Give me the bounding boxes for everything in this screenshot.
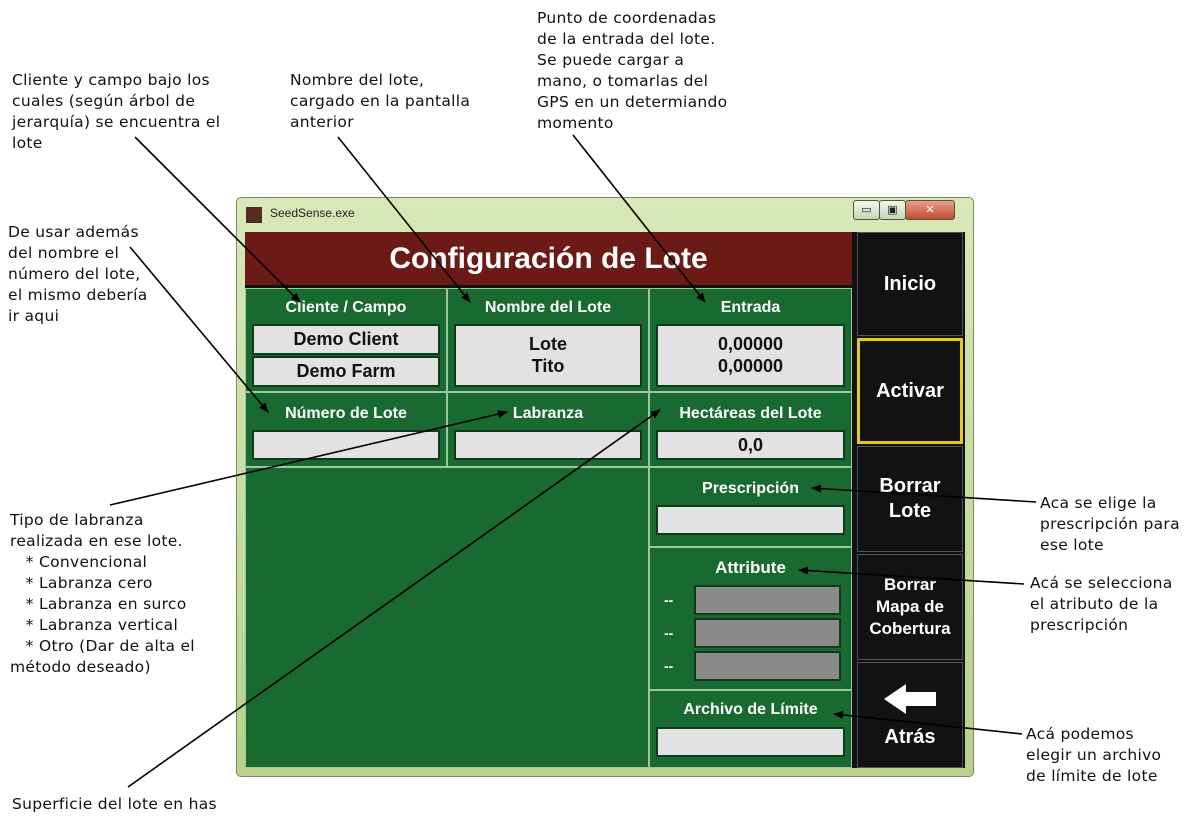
arrow-left-icon <box>884 683 936 714</box>
borrar-lote-label-2: Lote <box>888 500 932 522</box>
page-title: Configuración de Lote <box>245 232 852 285</box>
archivo-limite-field[interactable] <box>656 727 845 757</box>
activar-label: Activar <box>876 379 944 402</box>
hectareas-panel: Hectáreas del Lote 0,0 <box>649 392 852 467</box>
window-titlebar: SeedSense.exe ▭ ▣ ✕ <box>237 198 973 230</box>
annotation-numero-lote: De usar además del nombre el número del … <box>8 223 148 325</box>
window-title: SeedSense.exe <box>270 206 355 220</box>
app-window: SeedSense.exe ▭ ▣ ✕ Configuración de Lot… <box>236 197 974 777</box>
minimize-button[interactable]: ▭ <box>853 200 880 220</box>
numero-lote-panel: Número de Lote <box>245 392 447 467</box>
app-client-area: Configuración de Lote Cliente / Campo De… <box>245 232 965 768</box>
atras-button[interactable]: Atrás <box>857 662 963 768</box>
borrar-mapa-label-3: Cobertura <box>869 619 951 638</box>
borrar-mapa-cobertura-button[interactable]: Borrar Mapa de Cobertura <box>857 554 963 660</box>
numero-lote-label: Número de Lote <box>285 405 407 422</box>
activar-button[interactable]: Activar <box>857 338 963 444</box>
prescripcion-label: Prescripción <box>702 480 799 497</box>
close-button[interactable]: ✕ <box>905 200 955 220</box>
attribute-label: Attribute <box>715 558 786 577</box>
attribute-field-2[interactable] <box>694 618 841 648</box>
annotation-archivo-limite: Acá podemos elegir un archivo de límite … <box>1026 725 1162 785</box>
archivo-limite-label: Archivo de Límite <box>683 701 818 718</box>
nombre-lote-field[interactable]: Lote Tito <box>454 324 642 387</box>
annotation-superficie: Superficie del lote en has <box>12 795 217 813</box>
attribute-panel: Attribute -- -- -- <box>649 547 852 690</box>
atras-label: Atrás <box>884 725 936 748</box>
app-icon <box>246 207 262 223</box>
attribute-dash-1: -- <box>664 592 674 608</box>
attribute-field-1[interactable] <box>694 585 841 615</box>
prescripcion-panel: Prescripción <box>649 467 852 547</box>
attribute-dash-2: -- <box>664 625 674 641</box>
annotation-punto-coordenadas: Punto de coordenadas de la entrada del l… <box>537 9 728 132</box>
annotation-labranza: Tipo de labranza realizada en ese lote. … <box>10 511 195 676</box>
archivo-limite-panel: Archivo de Límite <box>649 690 852 768</box>
nombre-lote-line2: Tito <box>531 356 565 376</box>
numero-lote-field[interactable] <box>252 430 440 460</box>
inicio-button[interactable]: Inicio <box>857 232 963 336</box>
nombre-lote-line1: Lote <box>529 334 567 354</box>
annotation-nombre-lote: Nombre del lote, cargado en la pantalla … <box>290 71 471 131</box>
annotation-prescripcion: Aca se elige la prescripción para ese lo… <box>1040 494 1180 554</box>
inicio-label: Inicio <box>883 272 937 295</box>
borrar-mapa-label-1: Borrar <box>884 575 936 594</box>
client-field[interactable]: Demo Client <box>252 324 440 355</box>
annotation-cliente-campo: Cliente y campo bajo los cuales (según á… <box>12 71 221 152</box>
nombre-lote-panel: Nombre del Lote Lote Tito <box>447 288 649 392</box>
entrada-lon: 0,00000 <box>717 356 784 376</box>
empty-panel <box>245 467 649 768</box>
entrada-field[interactable]: 0,00000 0,00000 <box>656 324 845 387</box>
maximize-button[interactable]: ▣ <box>879 200 906 220</box>
annotation-atributo: Acá se selecciona el atributo de la pres… <box>1030 574 1173 634</box>
cliente-campo-panel: Cliente / Campo Demo Client Demo Farm <box>245 288 447 392</box>
labranza-label: Labranza <box>512 405 584 422</box>
entrada-label: Entrada <box>720 299 781 316</box>
borrar-lote-button[interactable]: Borrar Lote <box>857 446 963 552</box>
attribute-field-3[interactable] <box>694 651 841 681</box>
hectareas-field[interactable]: 0,0 <box>656 430 845 460</box>
entrada-lat: 0,00000 <box>717 334 784 354</box>
borrar-lote-label-1: Borrar <box>879 475 941 497</box>
cliente-campo-label: Cliente / Campo <box>285 299 407 316</box>
entrada-panel: Entrada 0,00000 0,00000 <box>649 288 852 392</box>
labranza-field[interactable] <box>454 430 642 460</box>
prescripcion-field[interactable] <box>656 505 845 535</box>
farm-field[interactable]: Demo Farm <box>252 356 440 387</box>
labranza-panel: Labranza <box>447 392 649 467</box>
borrar-mapa-label-2: Mapa de <box>875 597 945 616</box>
hectareas-label: Hectáreas del Lote <box>679 405 822 422</box>
attribute-dash-3: -- <box>664 658 674 674</box>
nombre-lote-label: Nombre del Lote <box>484 299 612 316</box>
